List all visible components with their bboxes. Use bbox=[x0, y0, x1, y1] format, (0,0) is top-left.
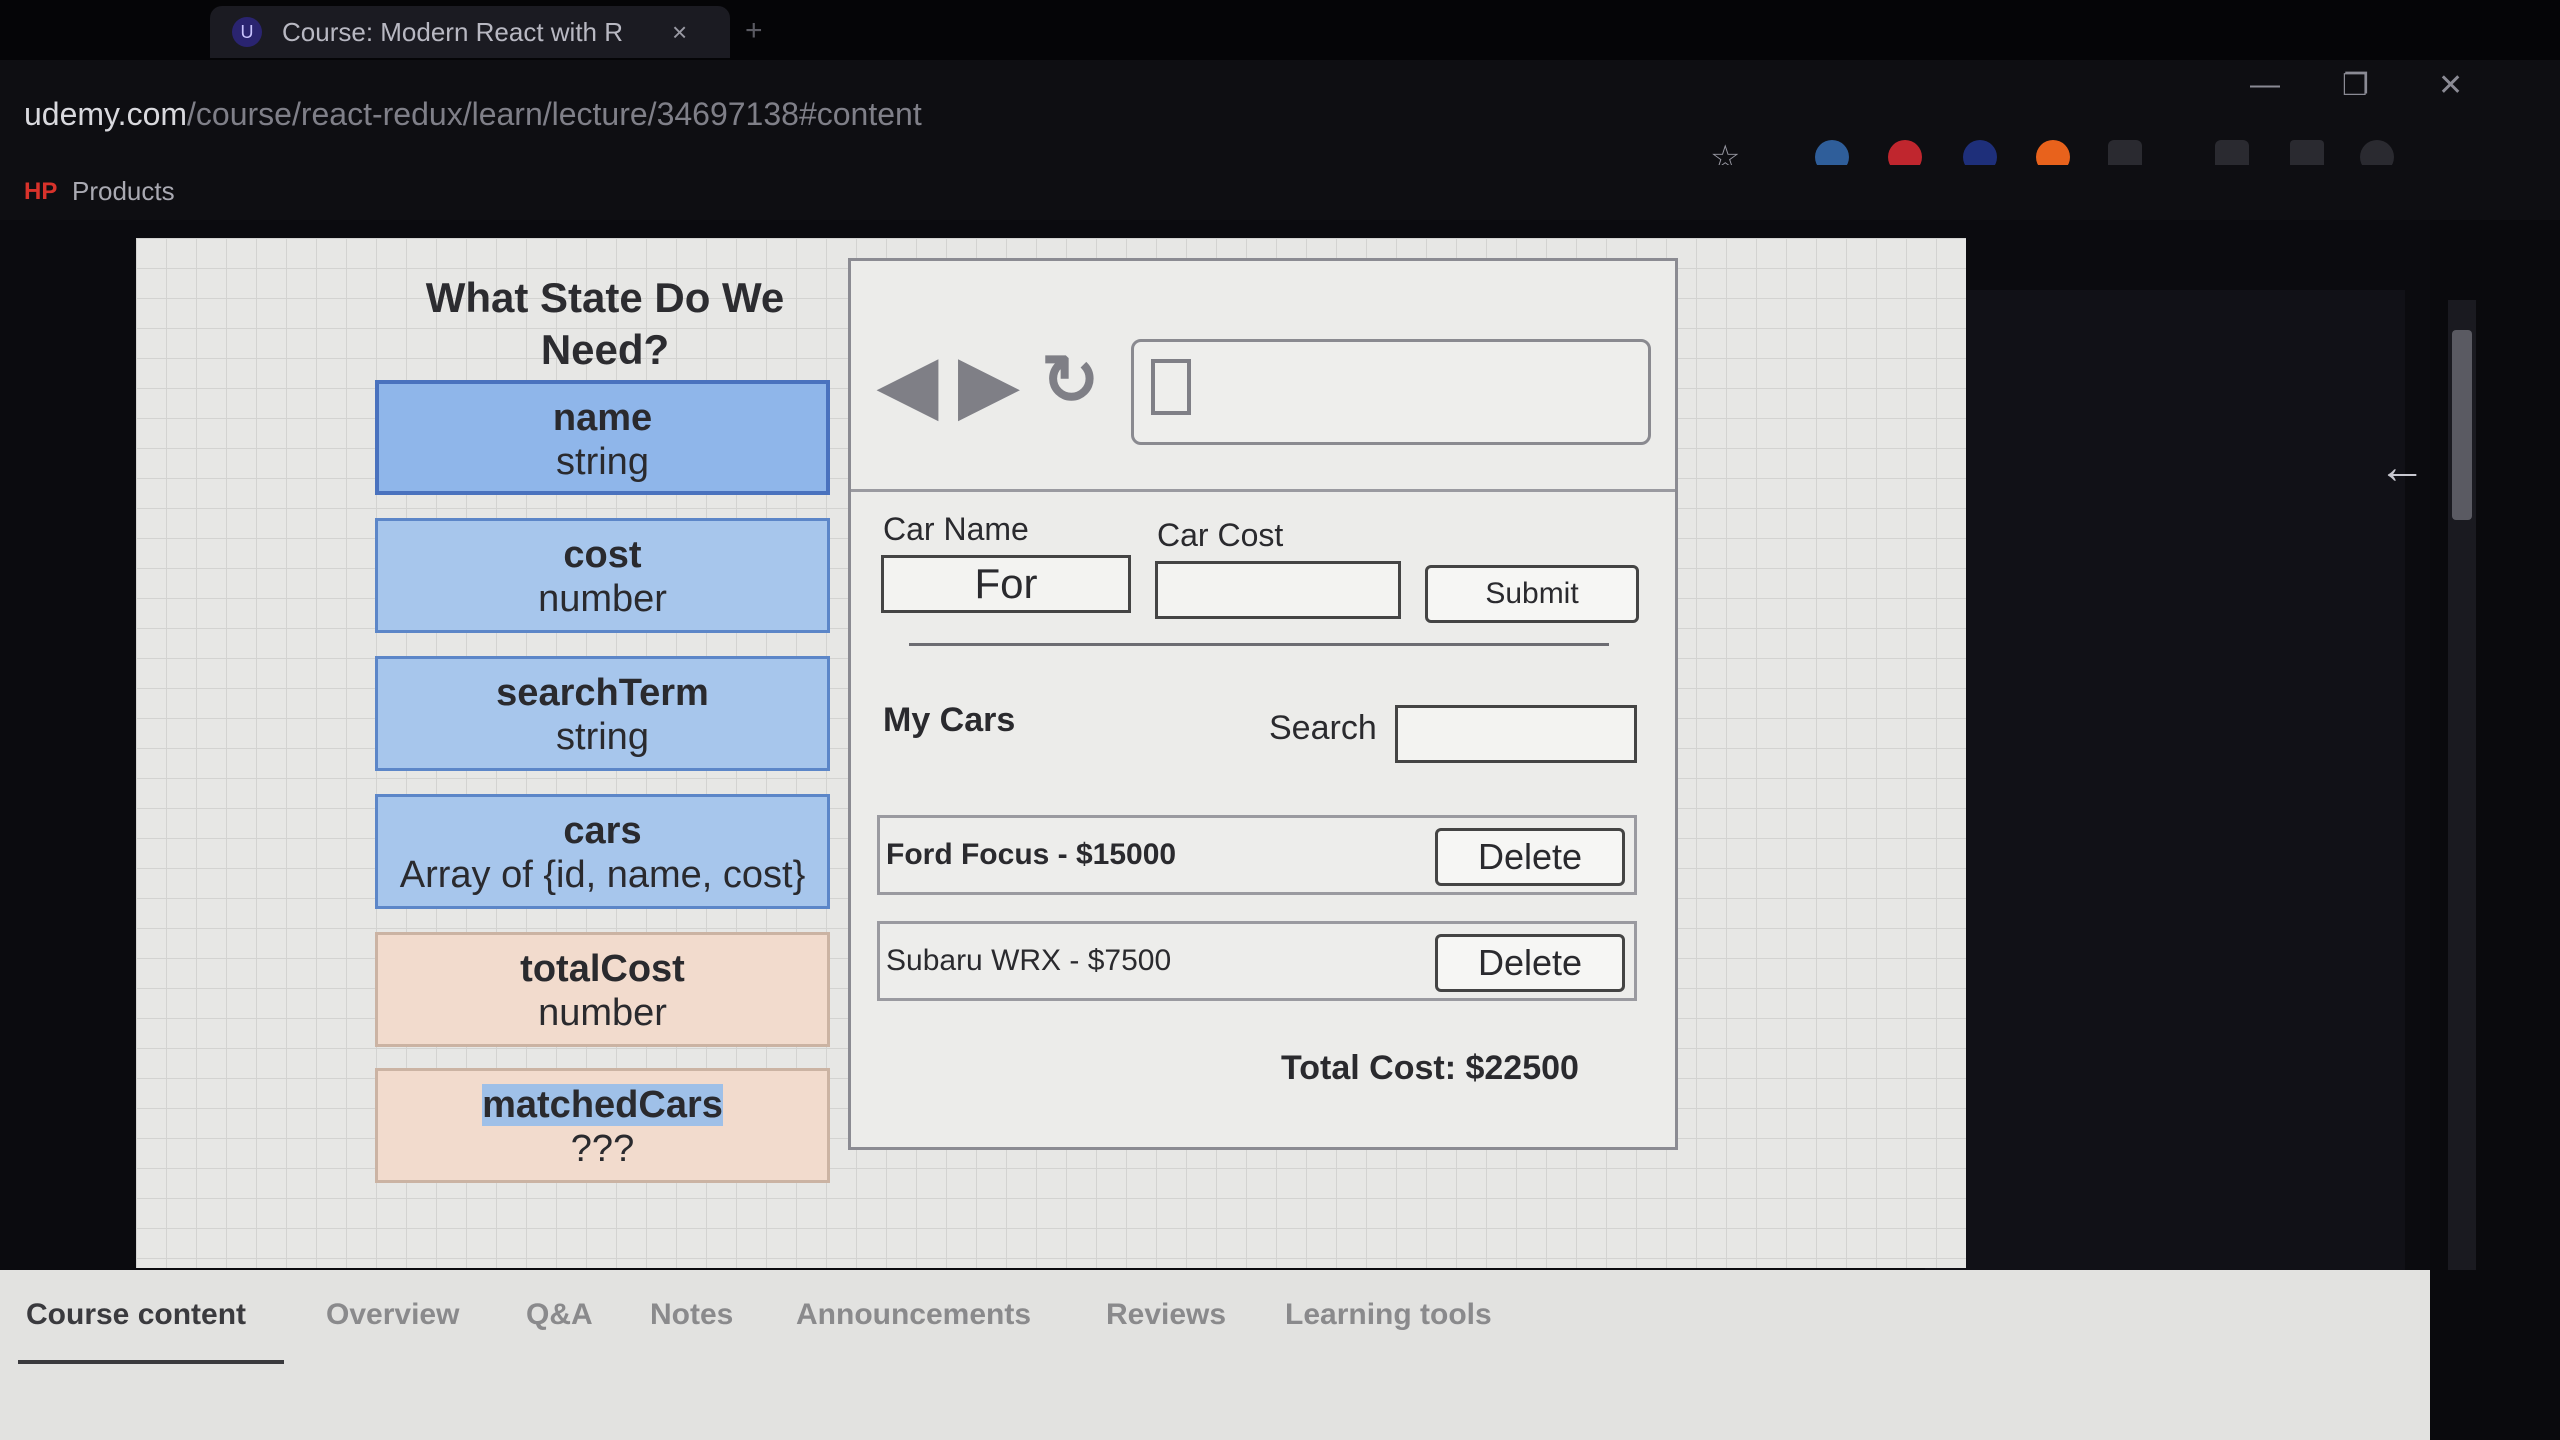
active-tab-underline bbox=[18, 1360, 284, 1364]
udemy-favicon-icon: U bbox=[232, 17, 262, 47]
mock-page-icon bbox=[1151, 359, 1191, 415]
slide-title: What State Do We Need? bbox=[425, 274, 785, 373]
tab-overview[interactable]: Overview bbox=[326, 1298, 460, 1331]
state-box-totalcost: totalCost number bbox=[375, 932, 830, 1047]
tab-announcements[interactable]: Announcements bbox=[796, 1298, 1032, 1331]
url-field[interactable]: udemy.com/course/react-redux/learn/lectu… bbox=[24, 96, 922, 133]
minimize-button[interactable]: — bbox=[2250, 68, 2280, 101]
car-row-text: Subaru WRX - $7500 bbox=[886, 944, 1172, 977]
url-host: udemy.com bbox=[24, 96, 188, 132]
state-name: totalCost bbox=[520, 948, 685, 990]
state-type: string bbox=[556, 716, 649, 758]
mock-delete-button: Delete bbox=[1435, 828, 1625, 886]
state-name-highlight: matchedCars bbox=[482, 1084, 723, 1126]
tab-reviews[interactable]: Reviews bbox=[1106, 1298, 1227, 1331]
tab-course-content[interactable]: Course content bbox=[26, 1298, 247, 1331]
car-cost-label: Car Cost bbox=[1157, 517, 1284, 553]
state-box-searchterm: searchTerm string bbox=[375, 656, 830, 771]
mock-url-box bbox=[1131, 339, 1651, 445]
mock-browser-toolbar bbox=[851, 261, 1675, 492]
state-name: matchedCars bbox=[378, 1083, 827, 1127]
car-row-text: Ford Focus - $15000 bbox=[886, 838, 1177, 871]
state-name: cars bbox=[563, 810, 642, 852]
bookmarks-bar bbox=[0, 165, 2560, 220]
car-row: Subaru WRX - $7500 Delete bbox=[877, 921, 1637, 1001]
mock-back-arrow-icon: ◀ bbox=[879, 342, 938, 427]
car-cost-input bbox=[1155, 561, 1401, 619]
mock-forward-arrow-icon: ▶ bbox=[959, 342, 1018, 427]
hp-logo-icon: HP bbox=[24, 178, 58, 205]
video-side-panel bbox=[1925, 290, 2405, 1280]
state-name: searchTerm bbox=[496, 672, 709, 714]
mock-delete-button: Delete bbox=[1435, 934, 1625, 992]
scrollbar-thumb[interactable] bbox=[2452, 330, 2472, 520]
tab-close-icon[interactable]: × bbox=[672, 16, 688, 47]
mock-divider bbox=[909, 643, 1609, 646]
url-path: /course/react-redux/learn/lecture/346971… bbox=[187, 96, 922, 132]
mock-search-input bbox=[1395, 705, 1637, 763]
mock-submit-button: Submit bbox=[1425, 565, 1639, 623]
address-bar: udemy.com/course/react-redux/learn/lectu… bbox=[0, 60, 2560, 165]
state-type: Array of {id, name, cost} bbox=[399, 854, 806, 896]
window-close-button[interactable]: ✕ bbox=[2438, 69, 2464, 102]
mock-browser-window: ◀ ▶ ↻ Car Name Car Cost For Submit My Ca… bbox=[848, 258, 1678, 1150]
total-cost-value: $22500 bbox=[1465, 1049, 1579, 1087]
tab-strip: U Course: Modern React with R × + bbox=[0, 0, 2560, 60]
tab-notes[interactable]: Notes bbox=[650, 1298, 734, 1331]
state-box-matchedcars: matchedCars ??? bbox=[375, 1068, 830, 1183]
state-box-name: name string bbox=[375, 380, 830, 495]
total-cost: Total Cost: $22500 bbox=[1281, 1049, 1579, 1088]
car-name-input: For bbox=[881, 555, 1131, 613]
bookmark-products[interactable]: Products bbox=[72, 176, 175, 206]
back-arrow-icon[interactable]: ← bbox=[2378, 441, 2426, 494]
car-row: Ford Focus - $15000 Delete bbox=[877, 815, 1637, 895]
state-type: number bbox=[538, 578, 667, 620]
state-type: ??? bbox=[570, 1128, 635, 1170]
state-type: number bbox=[538, 992, 667, 1034]
tab-qa[interactable]: Q&A bbox=[526, 1298, 593, 1331]
state-name: name bbox=[552, 397, 653, 439]
my-cars-label: My Cars bbox=[883, 701, 1016, 739]
car-name-label: Car Name bbox=[883, 511, 1029, 547]
new-tab-button[interactable]: + bbox=[745, 14, 763, 47]
state-box-cars: cars Array of {id, name, cost} bbox=[375, 794, 830, 909]
total-cost-label: Total Cost: bbox=[1281, 1049, 1457, 1087]
search-label: Search bbox=[1269, 709, 1377, 747]
course-tabs-bar: Course content Overview Q&A Notes Announ… bbox=[0, 1270, 2430, 1440]
restore-button[interactable]: ❐ bbox=[2342, 69, 2369, 102]
state-box-cost: cost number bbox=[375, 518, 830, 633]
state-name: cost bbox=[563, 534, 642, 576]
browser-tab[interactable]: U Course: Modern React with R × bbox=[210, 6, 730, 58]
state-type: string bbox=[556, 441, 649, 483]
tab-title: Course: Modern React with R bbox=[282, 16, 624, 47]
tab-learning-tools[interactable]: Learning tools bbox=[1285, 1298, 1492, 1331]
mock-reload-icon: ↻ bbox=[1041, 341, 1100, 419]
